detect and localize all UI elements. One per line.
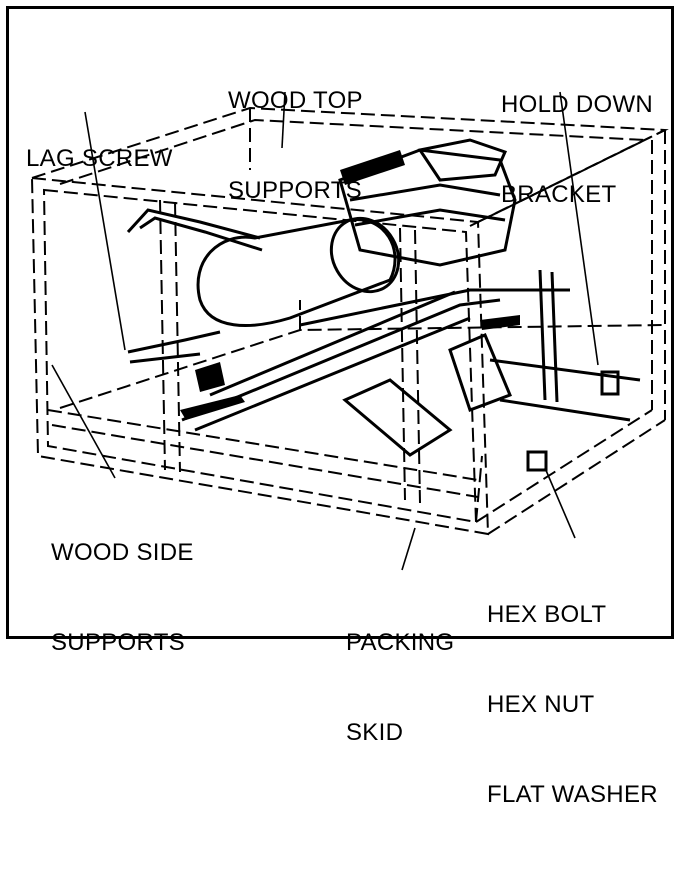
label-line: WOOD SIDE bbox=[51, 539, 194, 566]
label-line: HOLD DOWN bbox=[501, 91, 654, 118]
label-wood-side-supports: WOOD SIDE SUPPORTS bbox=[51, 478, 194, 718]
label-line: FLAT WASHER bbox=[487, 781, 658, 808]
label-line: SUPPORTS bbox=[228, 177, 362, 204]
label-line: HEX BOLT bbox=[487, 601, 607, 628]
label-line: SUPPORTS bbox=[51, 629, 185, 656]
tiller-machine bbox=[126, 138, 641, 472]
shading bbox=[180, 150, 520, 420]
diagram-border bbox=[6, 6, 674, 639]
label-line: WOOD TOP bbox=[228, 87, 363, 114]
label-lag-screw: LAG SCREW bbox=[26, 84, 173, 234]
label-hold-down-bracket: HOLD DOWN BRACKET bbox=[501, 30, 653, 270]
label-line: BRACKET bbox=[501, 181, 617, 208]
label-line: PACKING bbox=[346, 629, 455, 656]
crate-illustration bbox=[30, 91, 669, 571]
label-line: HEX NUT bbox=[487, 691, 595, 718]
label-wood-top-supports: WOOD TOP SUPPORTS bbox=[228, 26, 363, 266]
label-line: SKID bbox=[346, 719, 404, 746]
label-packing-skid: PACKING SKID bbox=[346, 568, 454, 808]
leader-lines bbox=[51, 91, 599, 571]
diagram-canvas: WOOD TOP SUPPORTS HOLD DOWN BRACKET LAG … bbox=[6, 6, 674, 808]
label-hardware: HEX BOLT HEX NUT FLAT WASHER bbox=[487, 540, 658, 870]
label-line: LAG SCREW bbox=[26, 145, 173, 172]
